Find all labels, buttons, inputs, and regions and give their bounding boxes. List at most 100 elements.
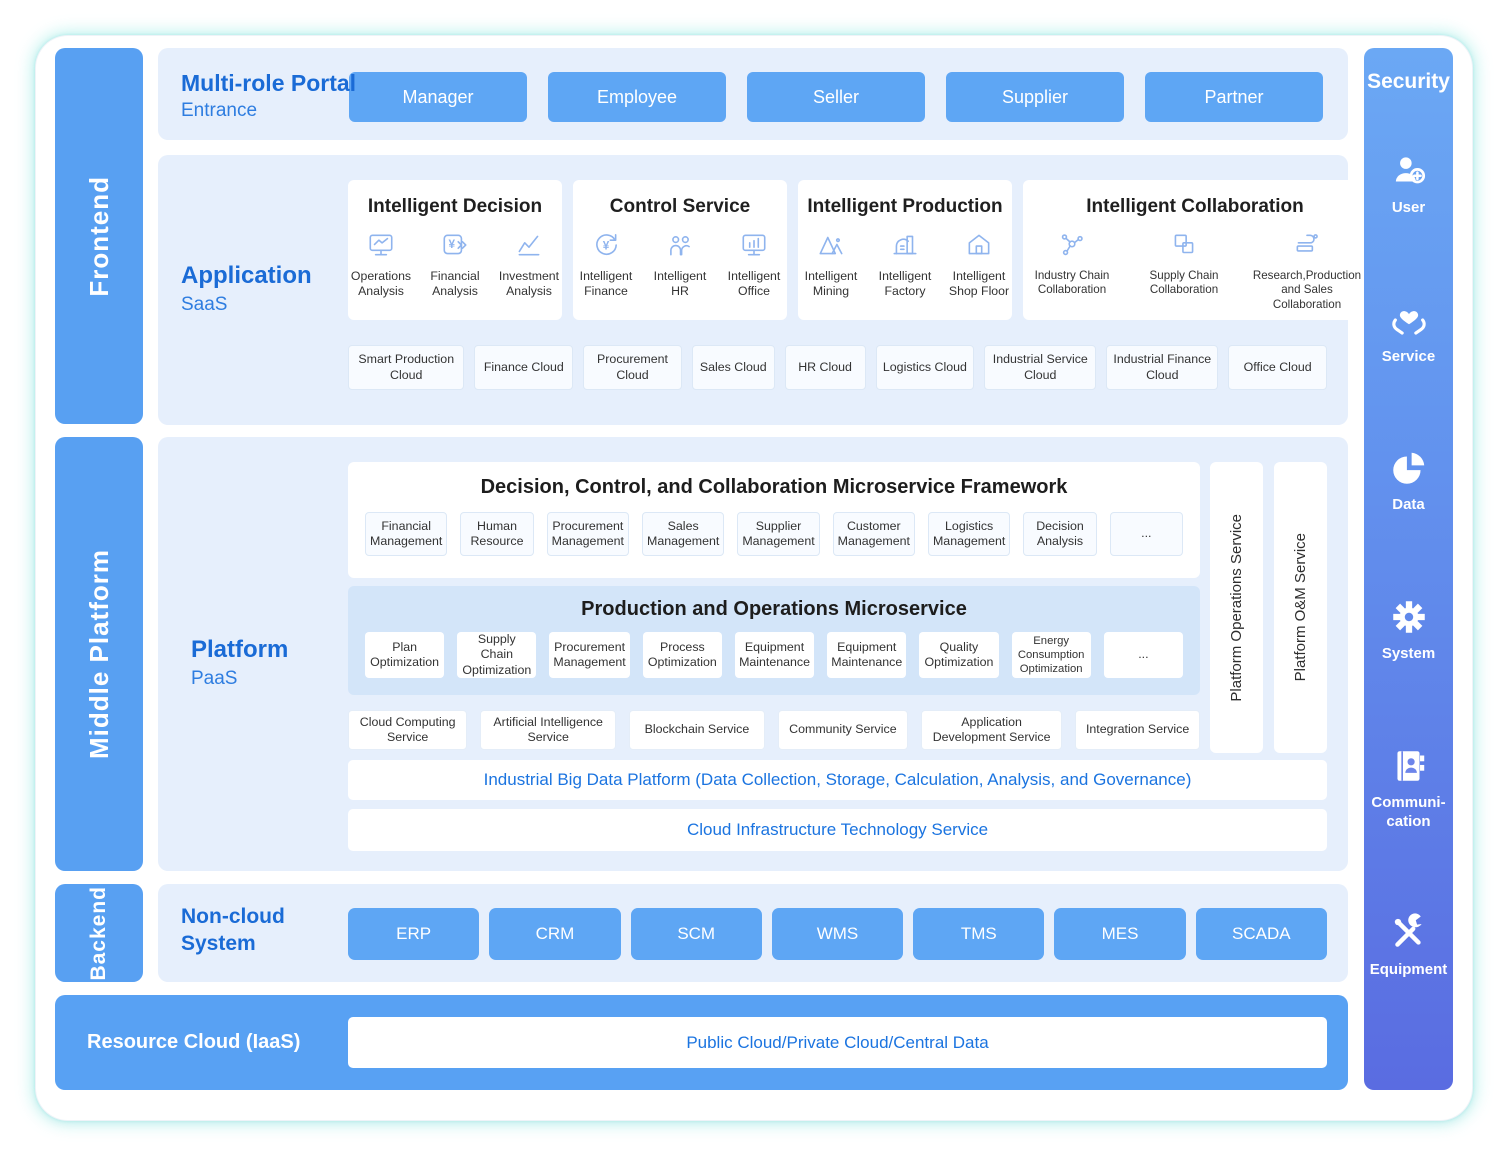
framework-item-more: ... xyxy=(1109,512,1183,556)
app-feature: Industry Chain Collaboration xyxy=(1023,230,1121,312)
employee-button[interactable]: Employee xyxy=(548,72,726,122)
app-feature: Intelligent Shop Floor xyxy=(946,230,1012,300)
people-icon xyxy=(670,236,690,256)
cloud-chip: Logistics Cloud xyxy=(875,345,975,390)
card-intelligent-production: Intelligent Production Intelligent Minin… xyxy=(798,180,1012,320)
application-label: Application SaaS xyxy=(181,262,312,316)
portal-buttons: Manager Employee Seller Supplier Partner xyxy=(349,72,1327,122)
framework-item: Financial Management xyxy=(365,512,448,556)
service-chip: Community Service xyxy=(777,710,909,750)
security-title: Security xyxy=(1367,70,1450,93)
tools-icon xyxy=(1394,913,1422,947)
mes-button[interactable]: MES xyxy=(1054,908,1186,960)
partner-button[interactable]: Partner xyxy=(1145,72,1323,122)
gear-icon xyxy=(1392,601,1425,633)
resource-cloud-title: Resource Cloud (IaaS) xyxy=(87,1031,301,1053)
erp-button[interactable]: ERP xyxy=(348,908,480,960)
house-icon xyxy=(968,234,990,255)
backend-buttons: ERP CRM SCM WMS TMS MES SCADA xyxy=(348,908,1327,960)
production-item: Plan Optimization xyxy=(365,632,445,678)
card-title: Intelligent Collaboration xyxy=(1086,196,1304,217)
app-feature: Supply Chain Collaboration xyxy=(1135,230,1233,312)
production-item: Process Optimization xyxy=(642,632,722,678)
service-chip: Integration Service xyxy=(1075,710,1200,750)
service-chip: Artificial Intelligence Service xyxy=(480,710,617,750)
resource-cloud-bar: Resource Cloud (IaaS) Public Cloud/Priva… xyxy=(55,995,1348,1090)
scm-button[interactable]: SCM xyxy=(630,908,762,960)
card-title: Control Service xyxy=(609,196,751,217)
cloud-infrastructure-row: Cloud Infrastructure Technology Service xyxy=(348,809,1327,851)
framework-item: Customer Management xyxy=(832,512,915,556)
cloud-chip: Office Cloud xyxy=(1228,345,1327,390)
svg-text:¥: ¥ xyxy=(449,238,456,251)
framework-item: Logistics Management xyxy=(927,512,1011,556)
platform-om-service-bar: Platform O&M Service xyxy=(1274,462,1327,753)
rail-frontend: Frontend xyxy=(55,48,143,424)
cloud-chip: Industrial Finance Cloud xyxy=(1106,345,1219,390)
app-feature: Research,Production and Sales Collaborat… xyxy=(1247,230,1367,312)
production-item: Quality Optimization xyxy=(919,632,999,678)
supplier-button[interactable]: Supplier xyxy=(946,72,1124,122)
linked-squares-icon xyxy=(1174,234,1194,254)
rail-middle-platform: Middle Platform xyxy=(55,437,143,871)
production-card: Production and Operations Microservice P… xyxy=(348,586,1200,695)
framework-card: Decision, Control, and Collaboration Mic… xyxy=(348,462,1200,578)
rail-label: Middle Platform xyxy=(83,548,114,759)
framework-item: Human Resource xyxy=(460,512,534,556)
cloud-chip: Sales Cloud xyxy=(691,345,775,390)
production-item: Equipment Maintenance xyxy=(734,632,815,678)
application-cards: Intelligent Decision Operations Analysis… xyxy=(348,180,1367,320)
security-item-communication: Communi-cation xyxy=(1366,745,1452,832)
app-feature: ¥ Financial Analysis xyxy=(422,230,488,300)
framework-item: Sales Management xyxy=(642,512,725,556)
scada-button[interactable]: SCADA xyxy=(1195,908,1327,960)
security-item-user: User xyxy=(1366,150,1452,218)
cloud-chip: Smart Production Cloud xyxy=(348,345,465,390)
security-sidebar: Security User Service Data xyxy=(1364,48,1453,1090)
backend-title: Non-cloud System xyxy=(181,905,285,956)
backend-label: Non-cloud System xyxy=(181,903,311,958)
card-title: Intelligent Decision xyxy=(367,196,543,217)
production-item: Energy Consumption Optimization xyxy=(1011,632,1091,678)
mountains-icon xyxy=(819,236,843,255)
cloud-chip: Procurement Cloud xyxy=(583,345,682,390)
framework-item: Decision Analysis xyxy=(1023,512,1097,556)
app-feature: Investment Analysis xyxy=(496,230,562,300)
svg-text:¥: ¥ xyxy=(603,239,610,252)
platform-subtitle: PaaS xyxy=(191,668,238,689)
seller-button[interactable]: Seller xyxy=(747,72,925,122)
production-item: Supply Chain Optimization xyxy=(457,632,537,678)
yen-cycle-icon: ¥ xyxy=(596,234,617,256)
tms-button[interactable]: TMS xyxy=(913,908,1045,960)
app-feature: Intelligent Factory xyxy=(872,230,938,300)
crm-button[interactable]: CRM xyxy=(489,908,621,960)
framework-item: Procurement Management xyxy=(546,512,629,556)
security-items: User Service Data xyxy=(1366,150,1452,980)
flow-icon xyxy=(1296,234,1318,252)
rail-label: Frontend xyxy=(83,175,114,297)
security-item-data: Data xyxy=(1366,447,1452,515)
wms-button[interactable]: WMS xyxy=(771,908,904,960)
platform-services-row: Cloud Computing Service Artificial Intel… xyxy=(348,710,1200,750)
manager-button[interactable]: Manager xyxy=(349,72,527,122)
security-item-system: System xyxy=(1366,596,1452,664)
yen-transfer-icon: ¥ xyxy=(443,234,467,255)
portal-title: Multi-role Portal xyxy=(181,70,357,96)
app-feature: Intelligent Mining xyxy=(798,230,864,300)
card-control-service: Control Service ¥ Intelligent Finance In… xyxy=(573,180,787,320)
security-item-equipment: Equipment xyxy=(1366,912,1452,980)
production-title: Production and Operations Microservice xyxy=(581,598,967,620)
app-feature: Intelligent Office xyxy=(721,230,787,300)
application-title: Application xyxy=(181,262,312,289)
framework-item: Supplier Management xyxy=(737,512,820,556)
service-chip: Application Development Service xyxy=(921,710,1063,750)
framework-title: Decision, Control, and Collaboration Mic… xyxy=(480,476,1068,498)
service-chip: Cloud Computing Service xyxy=(348,710,468,750)
service-chip: Blockchain Service xyxy=(629,710,765,750)
production-item-more: ... xyxy=(1103,632,1183,678)
app-feature: Operations Analysis xyxy=(348,230,414,300)
pie-chart-icon xyxy=(1392,453,1424,485)
card-intelligent-collaboration: Intelligent Collaboration Industry Chain… xyxy=(1023,180,1367,320)
production-item: Equipment Maintenance xyxy=(827,632,907,678)
contact-book-icon xyxy=(1396,751,1424,781)
